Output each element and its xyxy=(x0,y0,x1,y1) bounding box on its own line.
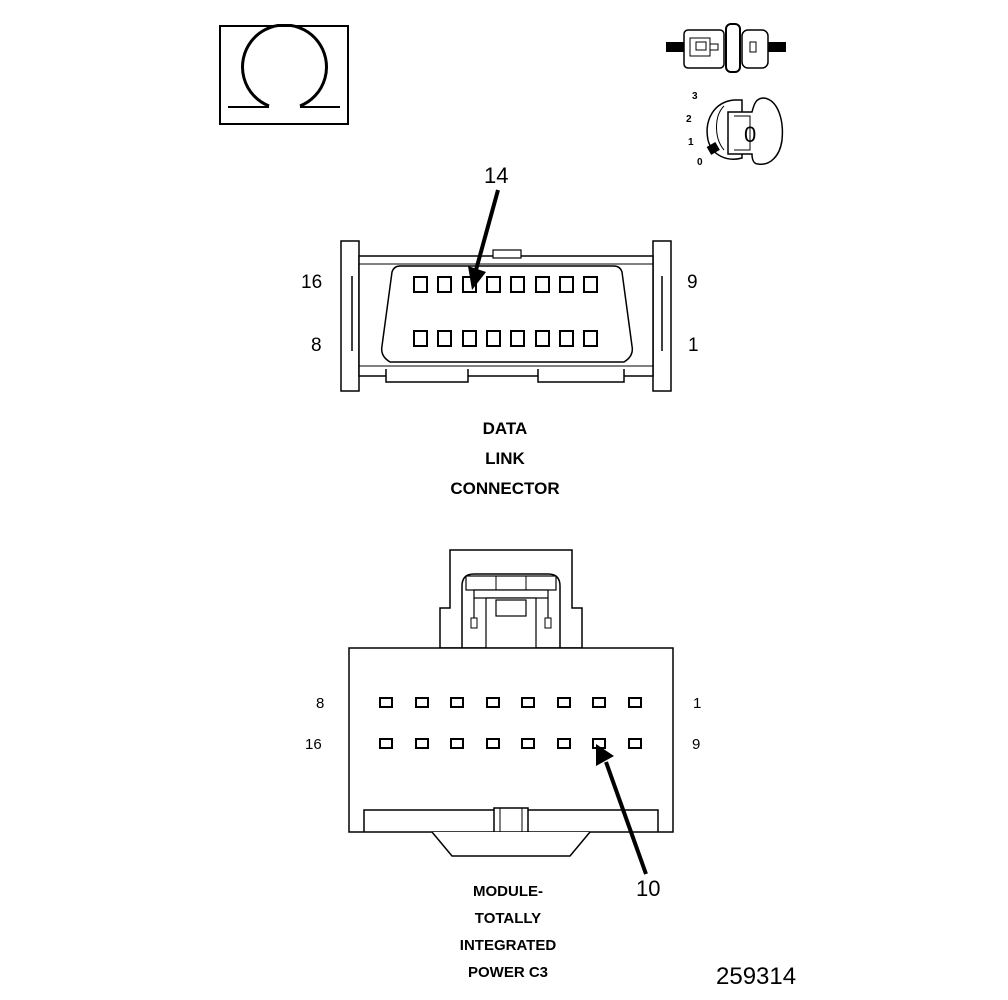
dlc-caption-line: DATA xyxy=(482,419,528,438)
tipm-caption: MODULE- TOTALLY INTEGRATED POWER C3 xyxy=(408,878,608,986)
pin-cavity xyxy=(485,738,500,749)
dlc-pin-label-1: 1 xyxy=(688,335,699,356)
pin-cavity xyxy=(413,276,428,293)
pin-cavity xyxy=(521,738,535,749)
figure-number: 259314 xyxy=(716,963,797,990)
ignition-position-0: 0 xyxy=(697,157,703,168)
dlc-pin-label-8: 8 xyxy=(311,335,322,356)
pin-cavity xyxy=(437,276,453,293)
tipm-caption-line: MODULE- xyxy=(473,883,543,900)
ignition-key-icon xyxy=(706,97,784,165)
pin-cavity xyxy=(592,697,606,708)
ignition-position-1: 1 xyxy=(688,137,694,148)
pin-cavity xyxy=(510,330,526,347)
pin-cavity xyxy=(414,697,429,708)
ignition-position-3: 3 xyxy=(692,91,698,102)
pin-cavity xyxy=(558,276,574,293)
pin-cavity xyxy=(534,276,550,293)
tipm-callout-pin-number: 10 xyxy=(636,876,661,901)
disconnect-connector-icon xyxy=(666,23,786,73)
ohmmeter-icon xyxy=(219,24,349,125)
ignition-key-label: 0 xyxy=(744,122,757,147)
pin-cavity xyxy=(437,330,453,347)
pin-cavity xyxy=(485,697,500,708)
pin-cavity xyxy=(485,330,501,347)
tipm-caption-line: TOTALLY xyxy=(474,910,542,927)
pin-cavity xyxy=(627,738,642,749)
dlc-callout-arrow xyxy=(468,189,500,290)
pin-cavity xyxy=(510,276,526,293)
pin-cavity xyxy=(450,697,464,708)
pin-cavity xyxy=(583,276,599,293)
pin-cavity xyxy=(534,330,550,347)
pin-cavity xyxy=(450,738,464,749)
pin-cavity xyxy=(627,697,642,708)
pin-cavity xyxy=(583,330,599,347)
pin-cavity xyxy=(379,697,393,708)
tipm-pin-label-9: 9 xyxy=(692,736,701,753)
dlc-caption-line: LINK xyxy=(485,449,525,468)
tipm-callout-arrow xyxy=(596,744,648,875)
dlc-caption-line: CONNECTOR xyxy=(450,479,560,498)
pin-cavity xyxy=(558,330,574,347)
pin-cavity xyxy=(379,738,393,749)
dlc-pin-label-9: 9 xyxy=(687,272,698,293)
data-link-connector-drawing xyxy=(340,240,672,392)
pin-cavity xyxy=(521,697,535,708)
pin-cavity xyxy=(413,330,428,347)
tipm-caption-line: POWER C3 xyxy=(467,964,548,981)
dlc-caption: DATA LINK CONNECTOR xyxy=(400,414,610,504)
ignition-position-2: 2 xyxy=(686,114,692,125)
pin-cavity xyxy=(556,697,571,708)
tipm-pin-label-16: 16 xyxy=(305,736,322,753)
pin-cavity xyxy=(461,330,477,347)
dlc-callout-pin-number: 14 xyxy=(484,163,509,188)
pin-cavity xyxy=(556,738,571,749)
tipm-pin-label-1: 1 xyxy=(693,695,702,712)
tipm-caption-line: INTEGRATED xyxy=(459,937,557,954)
dlc-pin-label-16: 16 xyxy=(301,272,323,293)
pin-cavity xyxy=(414,738,429,749)
pin-cavity xyxy=(485,276,501,293)
tipm-pin-label-8: 8 xyxy=(316,695,325,712)
tipm-c3-connector-drawing xyxy=(348,549,674,857)
